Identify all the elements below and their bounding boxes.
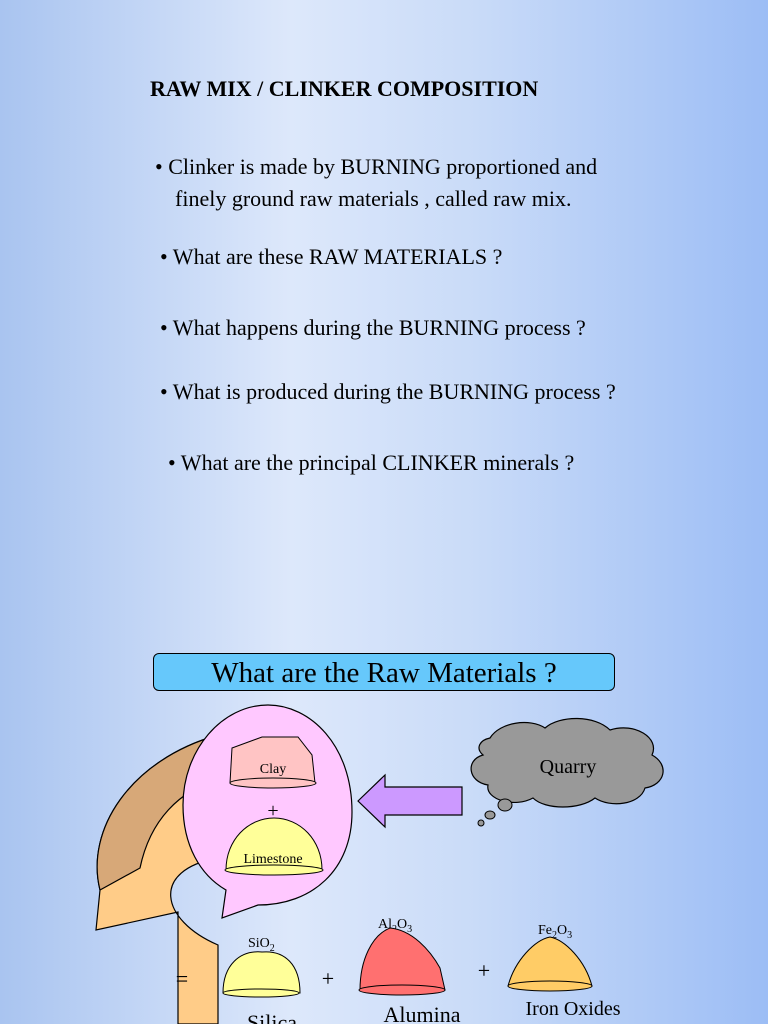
limestone-label: Limestone — [243, 852, 302, 867]
left-arrow-icon — [357, 773, 463, 829]
bullet-burning-happens: • What happens during the BURNING proces… — [160, 315, 586, 340]
limestone-pile-icon — [224, 817, 324, 876]
quarry-label: Quarry — [540, 756, 597, 778]
plus-sign-2: + — [478, 958, 490, 983]
bullet-clinker-made-cont: finely ground raw materials , called raw… — [175, 186, 572, 211]
plus-sign-1: + — [322, 966, 334, 991]
silica-label: Silica — [247, 1010, 297, 1024]
clay-label: Clay — [260, 762, 286, 777]
raw-materials-heading: What are the Raw Materials ? — [153, 653, 615, 691]
alumina-pile-icon — [358, 927, 446, 996]
bullet-clinker-minerals: • What are the principal CLINKER mineral… — [168, 450, 575, 475]
iron-oxide-formula: Fe2O3 — [538, 923, 572, 941]
silica-formula: SiO2 — [248, 936, 275, 954]
bullet-burning-produced: • What is produced during the BURNING pr… — [160, 379, 616, 404]
quarry-cloud-icon — [470, 717, 664, 827]
bullet-clinker-made: • Clinker is made by BURNING proportione… — [155, 154, 598, 179]
silica-pile-icon — [222, 951, 301, 998]
iron-oxides-label: Iron Oxides — [526, 998, 621, 1020]
plus-sign-bubble: + — [267, 800, 278, 822]
clay-pile-icon — [229, 736, 317, 789]
bullet-raw-materials: • What are these RAW MATERIALS ? — [160, 244, 503, 269]
iron-oxide-pile-icon — [507, 936, 593, 992]
slide-title: RAW MIX / CLINKER COMPOSITION — [150, 76, 539, 101]
equals-sign: = — [176, 966, 188, 991]
alumina-label: Alumina — [384, 1002, 461, 1024]
